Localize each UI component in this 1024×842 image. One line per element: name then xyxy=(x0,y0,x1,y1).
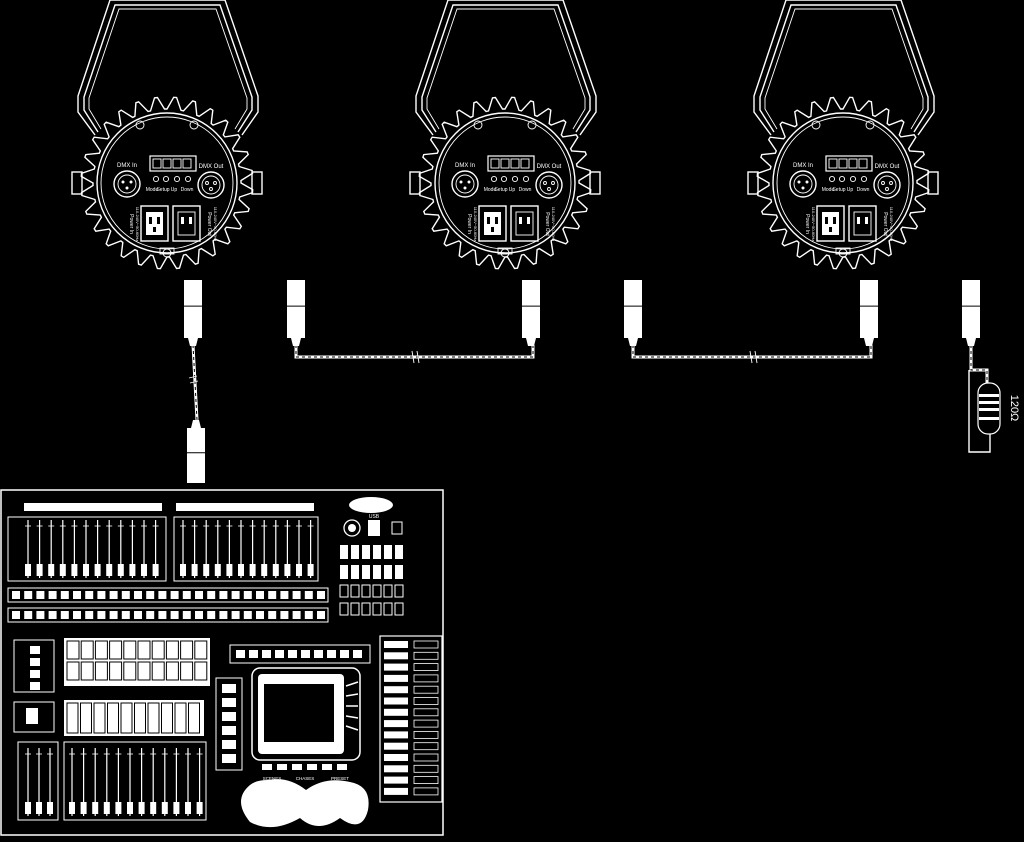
par-light-fixture-icon: Mode Setup Up Down DMX In DMX Out Power … xyxy=(747,0,939,270)
dmx-out-socket: DMX Out xyxy=(535,164,563,199)
xlr-plug-icon xyxy=(187,420,205,483)
power-out-rating: 110-240V~50-60Hz xyxy=(213,207,218,242)
power-out-socket: Power Out 110-240V~50-60Hz xyxy=(510,205,556,242)
terminator-label: 120Ω xyxy=(1008,395,1020,422)
led-display xyxy=(825,155,873,172)
playback-section xyxy=(13,638,210,736)
xlr-plug-icon xyxy=(962,280,980,346)
bank-label-2: CHASES xyxy=(296,776,315,781)
dmx-out-socket: DMX Out xyxy=(197,164,225,199)
up-button-label: Up xyxy=(847,187,854,193)
setup-button-label: Setup xyxy=(156,187,169,193)
bank-label-3: PRESET xyxy=(331,776,349,781)
fixture-yoke xyxy=(747,0,939,195)
resistor-icon: 120Ω xyxy=(968,370,1020,453)
control-buttons: Mode Setup Up Down xyxy=(822,175,870,193)
setup-button-label: Setup xyxy=(832,187,845,193)
dmx-cable-fixture-3-to-terminator xyxy=(969,345,989,383)
power-in-rating: 110-240V~50-60Hz xyxy=(135,207,140,242)
dmx-out-label: DMX Out xyxy=(199,164,224,170)
xlr-plug-icon xyxy=(184,280,202,346)
dmx-in-socket: DMX In xyxy=(789,163,817,198)
power-in-label: Power In xyxy=(466,214,472,234)
function-button-column xyxy=(379,635,443,803)
dmx-in-label: DMX In xyxy=(455,163,475,169)
led-display xyxy=(487,155,535,172)
led-display xyxy=(149,155,197,172)
bank-label-1: SCENES xyxy=(263,776,282,781)
power-out-rating: 110-240V~50-60Hz xyxy=(551,207,556,242)
fixture-yoke xyxy=(409,0,601,195)
dmx-cable-chain xyxy=(188,344,989,421)
up-button-label: Up xyxy=(509,187,516,193)
mode-button-label: Mode xyxy=(822,187,835,193)
dmx-out-label: DMX Out xyxy=(875,164,900,170)
dmx-cable-console-to-fixture-1 xyxy=(188,344,199,421)
dmx-cable-fixture-1-to-fixture-2 xyxy=(294,345,535,364)
dmx-in-label: DMX In xyxy=(793,163,813,169)
power-in-socket: Power In 110-240V~50-60Hz xyxy=(128,205,169,242)
programming-section xyxy=(215,644,371,771)
mode-button-label: Mode xyxy=(484,187,497,193)
fixture-yoke xyxy=(71,0,263,195)
xlr-plug-icon xyxy=(860,280,878,346)
rear-connectors: USB xyxy=(343,514,403,537)
par-light-fixture-icon: Mode Setup Up Down DMX In DMX Out Power … xyxy=(71,0,263,270)
xlr-plug-icon xyxy=(522,280,540,346)
dmx-cable-fixture-2-to-fixture-3 xyxy=(631,345,873,364)
dmx-out-socket: DMX Out xyxy=(873,164,901,199)
dmx-in-socket: DMX In xyxy=(113,163,141,198)
mode-button-label: Mode xyxy=(146,187,159,193)
power-out-label: Power Out xyxy=(544,212,550,236)
control-buttons: Mode Setup Up Down xyxy=(484,175,532,193)
setup-button-label: Setup xyxy=(494,187,507,193)
fixture-housing xyxy=(80,96,254,270)
power-in-label: Power In xyxy=(128,214,134,234)
fader-bank-left xyxy=(7,516,167,582)
fixture-housing xyxy=(418,96,592,270)
dmx-in-label: DMX In xyxy=(117,163,137,169)
down-button-label: Down xyxy=(181,187,194,193)
xlr-plug-icon xyxy=(624,280,642,346)
up-button-label: Up xyxy=(171,187,178,193)
jog-wheel-pad: SCENES CHASES PRESET xyxy=(241,776,369,828)
scene-buttons xyxy=(339,545,404,616)
power-out-label: Power Out xyxy=(882,212,888,236)
power-out-socket: Power Out 110-240V~50-60Hz xyxy=(172,205,218,242)
power-in-rating: 110-240V~50-60Hz xyxy=(473,207,478,242)
channel-button-rows xyxy=(7,587,329,623)
fader-bank-bottom xyxy=(17,741,207,821)
down-button-label: Down xyxy=(519,187,532,193)
power-out-socket: Power Out 110-240V~50-60Hz xyxy=(848,205,894,242)
par-light-fixture-icon: Mode Setup Up Down DMX In DMX Out Power … xyxy=(409,0,601,270)
power-out-label: Power Out xyxy=(206,212,212,236)
xlr-plug-icon xyxy=(287,280,305,346)
dmx-in-socket: DMX In xyxy=(451,163,479,198)
power-in-socket: Power In 110-240V~50-60Hz xyxy=(466,205,507,242)
down-button-label: Down xyxy=(857,187,870,193)
power-out-rating: 110-240V~50-60Hz xyxy=(889,207,894,242)
dmx-console-icon: USB SCENES CHASES PRESET xyxy=(0,489,444,836)
dmx-out-label: DMX Out xyxy=(537,164,562,170)
usb-label: USB xyxy=(369,514,380,520)
power-in-rating: 110-240V~50-60Hz xyxy=(811,207,816,242)
lcd-screen xyxy=(251,667,361,770)
fader-bank-right xyxy=(173,516,319,582)
power-in-label: Power In xyxy=(804,214,810,234)
fixture-housing xyxy=(756,96,930,270)
control-buttons: Mode Setup Up Down xyxy=(146,175,194,193)
power-in-socket: Power In 110-240V~50-60Hz xyxy=(804,205,845,242)
